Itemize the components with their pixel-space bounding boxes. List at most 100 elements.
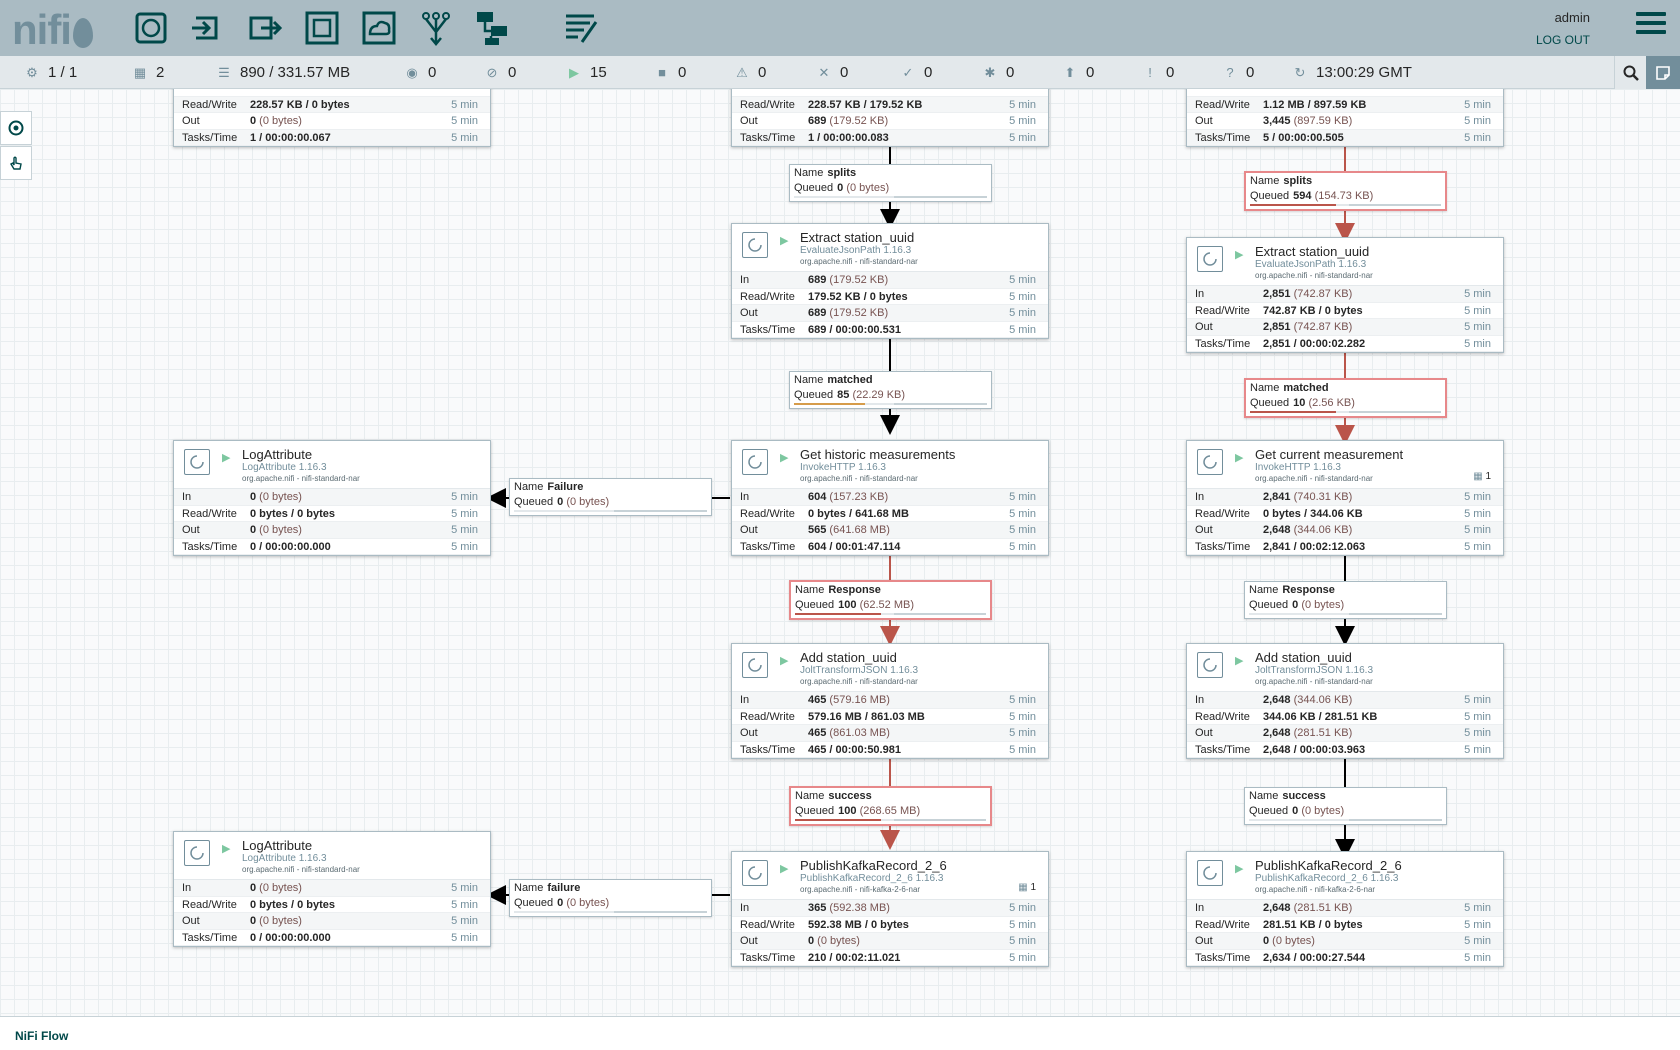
input-port-icon — [192, 16, 218, 40]
stale-status: ⬆0 — [1062, 64, 1095, 81]
app-header: nifi admin LOG OUT — [0, 0, 1680, 56]
template-tool[interactable] — [473, 8, 513, 48]
global-menu-button[interactable] — [1636, 12, 1666, 40]
remote-process-group-tool[interactable] — [359, 8, 399, 48]
active-threads-badge: ▦ 1 — [1018, 882, 1036, 893]
play-icon: ▶ — [1235, 863, 1244, 875]
processor-tool[interactable] — [131, 8, 171, 48]
input-port-tool[interactable] — [188, 8, 228, 48]
last-refreshed-status[interactable]: ↻13:00:29 GMT — [1292, 64, 1412, 81]
processor-bundle: org.apache.nifi - nifi-standard-nar — [1255, 677, 1373, 686]
threads-icon: ▦ — [133, 64, 147, 80]
processor-type: LogAttribute 1.16.3 — [242, 462, 327, 473]
process-group-tool[interactable] — [302, 8, 342, 48]
processor-icon — [184, 449, 210, 475]
processor-name: PublishKafkaRecord_2_6 — [1255, 858, 1402, 873]
processor-type: PublishKafkaRecord_2_6 1.16.3 — [1255, 873, 1399, 884]
output-port-tool[interactable] — [245, 8, 285, 48]
bulletin-board-button[interactable] — [1646, 56, 1680, 89]
refresh-icon[interactable]: ↻ — [1294, 64, 1306, 80]
active-threads-status: ▦2 — [132, 64, 165, 81]
running-value: 15 — [590, 64, 607, 81]
breadcrumb-root[interactable]: NiFi Flow — [15, 1029, 69, 1043]
funnel-tool[interactable] — [416, 8, 456, 48]
up-to-date-status: ✓0 — [900, 64, 933, 81]
play-icon: ▶ — [1235, 452, 1244, 464]
processor-icon — [742, 232, 768, 258]
navigate-button[interactable] — [0, 111, 32, 145]
stop-icon: ■ — [658, 65, 666, 80]
play-icon: ▶ — [780, 452, 789, 464]
disabled-status: ✕0 — [816, 64, 849, 81]
processor-bundle: org.apache.nifi - nifi-kafka-2-6-nar — [800, 885, 921, 894]
processor-bundle: org.apache.nifi - nifi-standard-nar — [800, 474, 918, 483]
search-button[interactable] — [1614, 56, 1646, 89]
sync-failure-value: 0 — [1246, 64, 1255, 81]
processor-icon — [135, 12, 167, 44]
nifi-logo[interactable]: nifi — [12, 6, 93, 54]
label-tool[interactable] — [560, 8, 600, 48]
invalid-value: 0 — [758, 64, 767, 81]
exclamation-icon: ! — [1148, 65, 1152, 80]
check-icon: ✓ — [902, 64, 914, 80]
processor-icon — [1197, 652, 1223, 678]
queued-status: ☰890 / 331.57 MB — [216, 64, 350, 81]
queue-fill-bar — [1250, 204, 1441, 206]
locally-modified-stale-value: 0 — [1166, 64, 1175, 81]
operate-button[interactable] — [0, 146, 32, 180]
logout-link[interactable]: LOG OUT — [1535, 33, 1590, 47]
processor-type: LogAttribute 1.16.3 — [242, 853, 327, 864]
play-icon: ▶ — [569, 64, 579, 80]
stat-row — [732, 89, 1048, 97]
processor-bundle: org.apache.nifi - nifi-standard-nar — [242, 474, 360, 483]
processor-bundle: org.apache.nifi - nifi-standard-nar — [242, 865, 360, 874]
